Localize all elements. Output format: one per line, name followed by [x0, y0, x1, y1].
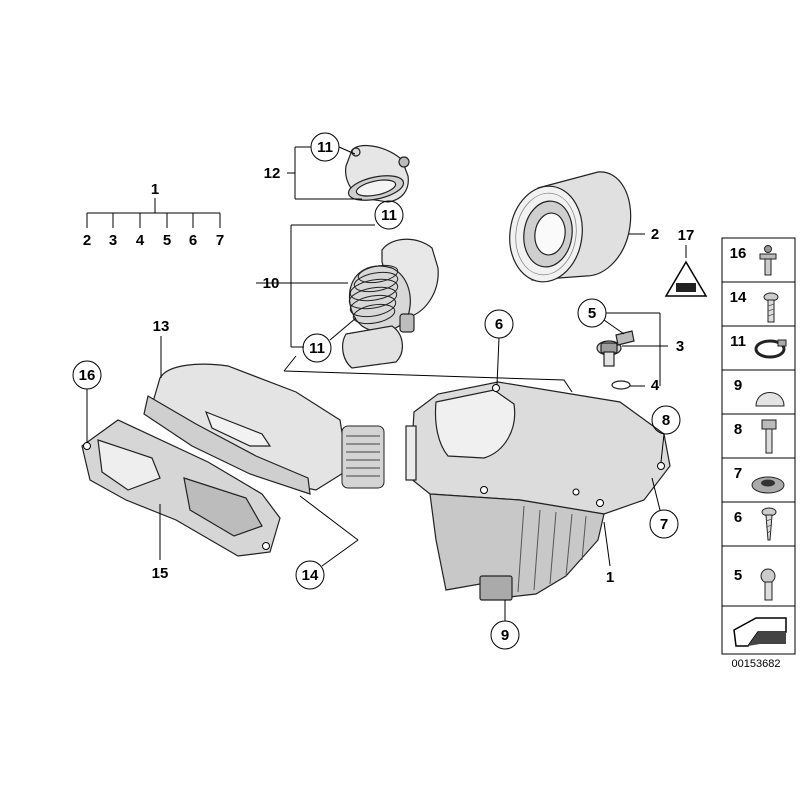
- hardware-strip: 16 14 11 9 8 7: [721, 237, 796, 655]
- torx-screw-icon: [760, 568, 776, 601]
- hardware-cell-label: 7: [734, 465, 742, 482]
- hardware-cell[interactable]: [721, 413, 796, 459]
- callout-5-label: 5: [588, 305, 596, 322]
- callout-8-label: 8: [662, 412, 670, 429]
- callout-17-group: 17: [664, 227, 708, 297]
- intake-duct-drawing: [143, 363, 385, 495]
- catalog-number: 00153682: [732, 658, 781, 670]
- scoop-drawing: [81, 419, 281, 557]
- group-child-label: 3: [109, 232, 117, 249]
- hardware-cell-label: 16: [730, 245, 747, 262]
- group-child-label: 2: [83, 232, 91, 249]
- hex-bolt-icon: [761, 419, 777, 454]
- callout-7-label: 7: [660, 516, 668, 533]
- callout-2-group: 2: [629, 226, 659, 243]
- callout-16-label: 16: [79, 367, 96, 384]
- callout-6-label: 6: [495, 316, 503, 333]
- warning-badge-icon: [676, 283, 696, 292]
- callout-7-circle[interactable]: [649, 509, 679, 539]
- sensor-drawing: [596, 330, 635, 390]
- intake-boot-drawing: [345, 145, 410, 203]
- callout-3-label: 3: [676, 338, 684, 355]
- hardware-cell[interactable]: [721, 325, 796, 371]
- callout-15-label: 15: [152, 565, 169, 582]
- callout-14-label: 14: [302, 567, 319, 584]
- hardware-cell-label: 6: [734, 509, 742, 526]
- screw-icon: [763, 292, 779, 323]
- hose-drawing: [342, 238, 439, 369]
- callout-12-label: 12: [264, 165, 281, 182]
- callout-10-label: 10: [263, 275, 280, 292]
- callout-8-circle[interactable]: [651, 405, 681, 435]
- group-child-label: 4: [136, 232, 145, 249]
- callout-4-label: 4: [651, 377, 660, 394]
- callout-scoop-group: 16 15 14: [72, 360, 359, 590]
- hardware-cell-label: 14: [730, 289, 747, 306]
- callout-housing-group: 6 8 7 1 9: [283, 309, 681, 650]
- callout-11-circle[interactable]: [374, 200, 404, 230]
- callout-11-label: 11: [381, 207, 397, 224]
- callout-13-group: 13: [153, 318, 170, 378]
- callout-9-label: 9: [501, 627, 509, 644]
- callout-12-group: 12 11: [264, 132, 362, 200]
- callout-2-label: 2: [651, 226, 659, 243]
- callout-sensor-group: 5 3 4: [577, 298, 684, 394]
- air-filter-drawing: [509, 171, 632, 283]
- callout-17-label: 17: [678, 227, 695, 244]
- group-child-label: 5: [163, 232, 171, 249]
- arrow-icon: [733, 617, 787, 647]
- callout-11-circle[interactable]: [310, 132, 340, 162]
- group-child-label: 6: [189, 232, 197, 249]
- hardware-cell-label: 5: [734, 567, 742, 584]
- part-group-tree: 1 2 3 4 5 6 7: [83, 181, 224, 249]
- callout-11-label: 11: [317, 139, 333, 156]
- callout-13-label: 13: [153, 318, 170, 335]
- hardware-cell-label: 11: [730, 333, 746, 350]
- filter-housing-drawing: [405, 381, 671, 601]
- self-tap-screw-icon: [761, 507, 777, 541]
- callout-11-circle[interactable]: [302, 333, 332, 363]
- callout-9-circle[interactable]: [490, 620, 520, 650]
- group-parent-label: 1: [151, 181, 159, 198]
- grommet-icon: [751, 476, 785, 494]
- group-child-label: 7: [216, 232, 224, 249]
- damper-icon: [755, 392, 785, 407]
- hardware-cell-label: 9: [734, 377, 742, 394]
- callout-1-label: 1: [606, 569, 614, 586]
- callout-14-circle[interactable]: [295, 560, 325, 590]
- callout-10-group: 10 11 11: [256, 200, 404, 363]
- clamp-icon: [754, 339, 787, 359]
- hardware-cell-label: 8: [734, 421, 742, 438]
- callout-11-label: 11: [309, 340, 325, 357]
- bolt-icon: [759, 245, 777, 276]
- hardware-cell[interactable]: [721, 237, 796, 283]
